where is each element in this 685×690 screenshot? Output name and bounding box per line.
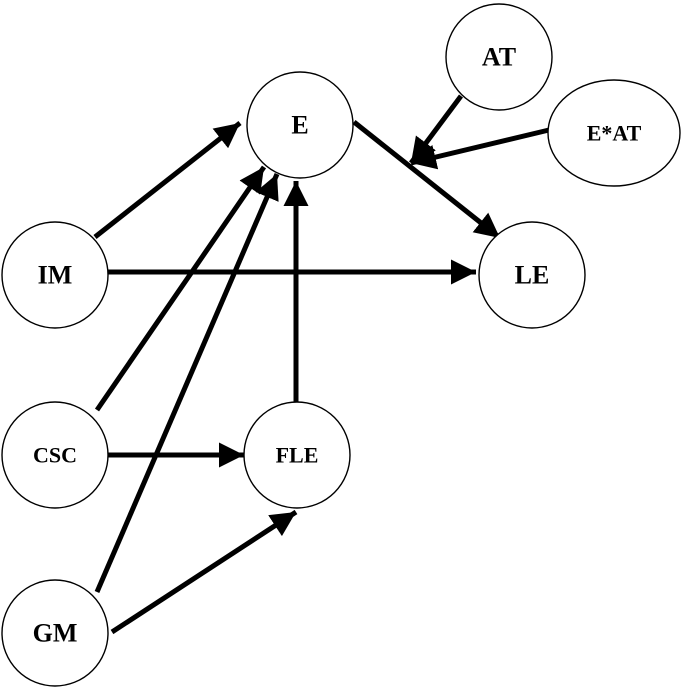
node-at: AT (445, 3, 553, 111)
node-csc: CSC (1, 401, 109, 509)
node-gm-label: GM (33, 619, 78, 648)
node-gm: GM (1, 579, 109, 687)
edge-im-e (93, 121, 242, 239)
node-e-label: E (291, 111, 308, 140)
node-im: IM (1, 221, 109, 329)
node-at-label: AT (482, 43, 516, 72)
edge-e-le (352, 120, 502, 240)
node-csc-label: CSC (33, 443, 77, 468)
node-e: E (246, 71, 354, 179)
edge-gm-fle (110, 509, 298, 635)
node-fle: FLE (243, 401, 351, 509)
edge-eat-path (410, 127, 550, 170)
node-e-at: E*AT (547, 79, 681, 187)
edge-gm-e (94, 173, 280, 593)
node-le-label: LE (515, 261, 550, 290)
edges-layer (93, 94, 550, 635)
node-le: LE (478, 221, 586, 329)
node-fle-label: FLE (276, 443, 319, 468)
edge-csc-e (94, 165, 267, 412)
node-im-label: IM (38, 261, 73, 290)
node-e-at-label: E*AT (587, 121, 642, 146)
